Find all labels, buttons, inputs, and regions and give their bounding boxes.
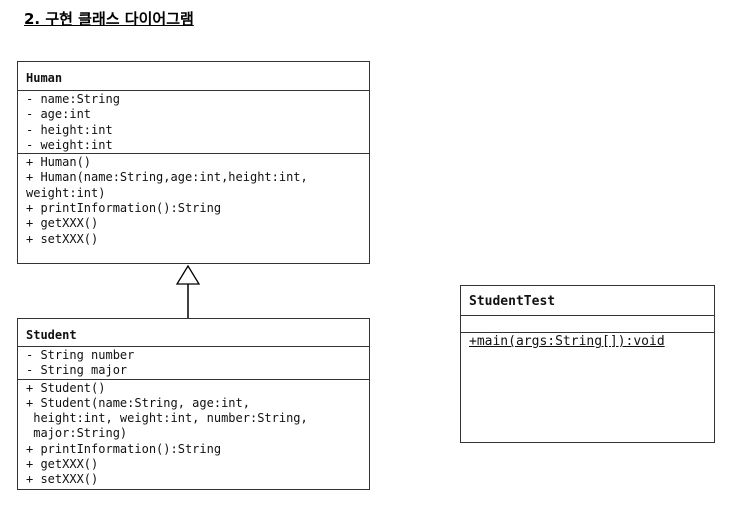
operation: + setXXX()	[26, 231, 99, 246]
class-student-test: StudentTest +main(args:String[]):void	[460, 285, 715, 443]
attribute: - age:int	[26, 107, 92, 122]
class-name-section: Human	[18, 62, 369, 90]
inheritance-triangle-icon	[175, 264, 201, 285]
attribute: - height:int	[26, 122, 113, 137]
operation: + getXXX()	[26, 216, 99, 231]
operation: + printInformation():String	[26, 201, 222, 216]
operations-section: + Student() + Student(name:String, age:i…	[18, 378, 369, 488]
class-name: StudentTest	[469, 294, 556, 309]
operation: + setXXX()	[26, 472, 99, 487]
class-name: Student	[26, 328, 77, 342]
attribute: - String number	[26, 348, 135, 362]
operation: major:String)	[26, 426, 128, 441]
attribute: - name:String	[26, 92, 120, 106]
class-name-section: StudentTest	[461, 286, 714, 315]
attributes-section	[461, 315, 714, 332]
class-human: Human - name:String - age:int - height:i…	[17, 61, 370, 264]
class-student: Student - String number - String major +…	[17, 318, 370, 490]
attribute: - weight:int	[26, 137, 113, 152]
operations-section: + Human() + Human(name:String,age:int,he…	[18, 153, 369, 247]
class-name: Human	[26, 71, 63, 85]
operations-section: +main(args:String[]):void	[461, 332, 714, 349]
operation: + Human(name:String,age:int,height:int,	[26, 170, 308, 185]
operation: height:int, weight:int, number:String,	[26, 411, 308, 426]
operation: + Human()	[26, 155, 92, 170]
operation: + printInformation():String	[26, 441, 222, 456]
operation: + getXXX()	[26, 457, 99, 472]
class-name-section: Student	[18, 319, 369, 346]
attributes-section: - String number - String major	[18, 346, 369, 379]
operation: + Student(name:String, age:int,	[26, 395, 250, 410]
operation: weight:int)	[26, 185, 106, 200]
attribute: - String major	[26, 363, 128, 378]
attributes-section: - name:String - age:int - height:int - w…	[18, 90, 369, 153]
static-operation: +main(args:String[]):void	[469, 334, 665, 349]
page-heading: 2. 구현 클래스 다이어그램	[24, 10, 194, 28]
operation: + Student()	[26, 380, 106, 395]
